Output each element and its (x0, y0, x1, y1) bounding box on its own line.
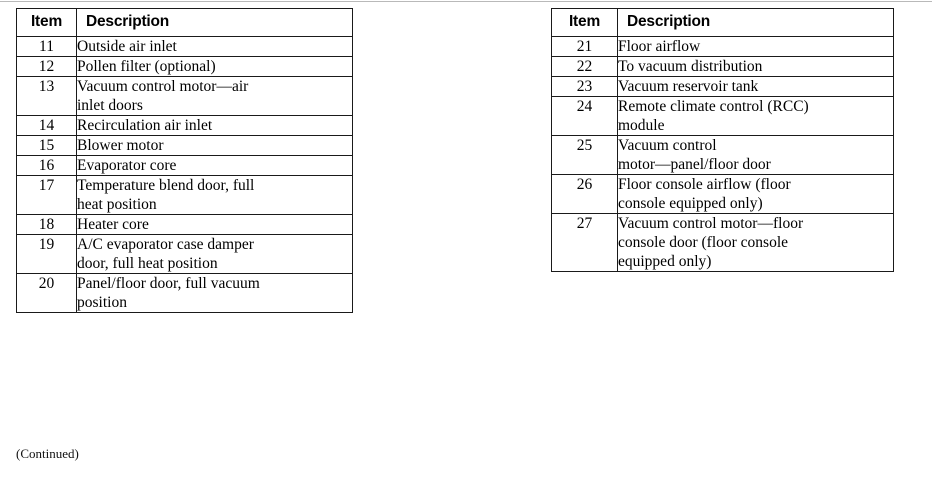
description-line: Temperature blend door, full (77, 176, 255, 194)
description-line: Vacuum control motor—floor (618, 214, 804, 232)
column-header-item: Item (16, 8, 77, 37)
item-number-cell: 16 (16, 154, 77, 176)
description-line: module (618, 116, 665, 134)
description-line: Remote climate control (RCC) (618, 97, 809, 115)
description-line: inlet doors (77, 96, 143, 114)
item-number-cell: 15 (16, 134, 77, 156)
item-number-cell: 13 (16, 75, 77, 116)
description-cell: Floor airflow (617, 35, 894, 57)
item-number-cell: 21 (551, 35, 618, 57)
description-line: Floor airflow (618, 37, 701, 55)
description-cell: Remote climate control (RCC)module (617, 95, 894, 136)
column-header-item: Item (551, 8, 618, 37)
description-cell: Outside air inlet (76, 35, 353, 57)
scan-artifact-rule (0, 1, 932, 2)
item-number-cell: 14 (16, 114, 77, 136)
item-number-cell: 25 (551, 134, 618, 175)
description-line: Vacuum reservoir tank (618, 77, 759, 95)
column-header-description: Description (76, 8, 353, 37)
item-number-cell: 12 (16, 55, 77, 77)
description-line: door, full heat position (77, 254, 218, 272)
table-header-right: Item Description (551, 8, 894, 37)
description-line: console equipped only) (618, 194, 763, 212)
description-cell: Heater core (76, 213, 353, 235)
item-number-cell: 23 (551, 75, 618, 97)
description-line: Pollen filter (optional) (77, 57, 216, 75)
description-line: equipped only) (618, 252, 712, 270)
column-header-description: Description (617, 8, 894, 37)
description-cell: To vacuum distribution (617, 55, 894, 77)
description-line: Blower motor (77, 136, 164, 154)
description-line: Floor console airflow (floor (618, 175, 791, 193)
item-number-cell: 20 (16, 272, 77, 313)
description-cell: Vacuum reservoir tank (617, 75, 894, 97)
description-line: A/C evaporator case damper (77, 235, 254, 253)
description-cell: Blower motor (76, 134, 353, 156)
description-line: motor—panel/floor door (618, 155, 771, 173)
table-header-row: Item Description (16, 8, 353, 37)
description-line: heat position (77, 195, 157, 213)
item-number-cell: 22 (551, 55, 618, 77)
description-line: position (77, 293, 127, 311)
item-number-cell: 18 (16, 213, 77, 235)
description-line: Vacuum control (618, 136, 717, 154)
description-cell: Recirculation air inlet (76, 114, 353, 136)
description-cell: Pollen filter (optional) (76, 55, 353, 77)
description-line: Evaporator core (77, 156, 177, 174)
description-line: Recirculation air inlet (77, 116, 213, 134)
item-number-cell: 17 (16, 174, 77, 215)
item-number-cell: 11 (16, 35, 77, 57)
description-line: To vacuum distribution (618, 57, 763, 75)
continued-note: (Continued) (16, 446, 79, 461)
description-line: Panel/floor door, full vacuum (77, 274, 260, 292)
description-line: Heater core (77, 215, 149, 233)
description-cell: Evaporator core (76, 154, 353, 176)
item-number-cell: 19 (16, 233, 77, 274)
description-line: Outside air inlet (77, 37, 177, 55)
item-number-cell: 27 (551, 212, 618, 272)
table-header-left: Item Description (16, 8, 353, 37)
table-header-row: Item Description (551, 8, 894, 37)
item-number-cell: 26 (551, 173, 618, 214)
description-line: Vacuum control motor—air (77, 77, 249, 95)
description-line: console door (floor console (618, 233, 789, 251)
item-number-cell: 24 (551, 95, 618, 136)
